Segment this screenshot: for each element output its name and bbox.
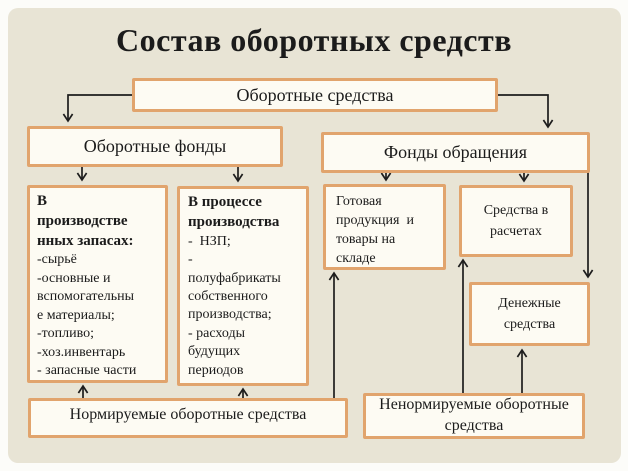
- node-working-capital-label: Оборотные средства: [236, 84, 394, 105]
- node-production-stocks: В производстве нных запасах: -сырьё -осн…: [27, 185, 168, 383]
- node-in-production-items: - НЗП; - полуфабрикаты собственного прои…: [188, 233, 281, 378]
- node-cash-label: Денежные средства: [498, 296, 561, 332]
- node-working-funds-label: Оборотные фонды: [83, 136, 227, 156]
- arrow-working-capital-to-circulation-funds: [498, 94, 554, 129]
- arrow-working-capital-to-working-funds: [62, 94, 132, 123]
- slide-title: Состав оборотных средств: [116, 22, 512, 58]
- node-settlements: Средства в расчетах: [459, 185, 573, 257]
- node-production-stocks-items: -сырьё -основные и вспомогательны е мате…: [37, 252, 137, 379]
- node-in-production: В процессе производства - НЗП; - полуфаб…: [177, 186, 309, 386]
- node-in-production-header: В процессе производства: [188, 194, 280, 230]
- node-non-normalized-label: Ненормируемые оборотные средства: [379, 396, 569, 434]
- node-finished-goods: Готовая продукция и товары на складе: [323, 184, 446, 270]
- node-working-funds: Оборотные фонды: [27, 126, 283, 167]
- node-circulation-funds: Фонды обращения: [321, 132, 590, 173]
- node-circulation-funds-label: Фонды обращения: [383, 142, 528, 162]
- node-finished-goods-label: Готовая продукция и товары на складе: [336, 194, 414, 266]
- node-working-capital: Оборотные средства: [132, 78, 498, 112]
- node-settlements-label: Средства в расчетах: [483, 203, 549, 239]
- node-production-stocks-header: В производстве нных запасах:: [37, 193, 134, 249]
- node-cash: Денежные средства: [469, 282, 590, 346]
- node-normalized: Нормируемые оборотные средства: [28, 398, 348, 438]
- node-normalized-label: Нормируемые оборотные средства: [69, 406, 307, 423]
- node-non-normalized: Ненормируемые оборотные средства: [363, 393, 585, 439]
